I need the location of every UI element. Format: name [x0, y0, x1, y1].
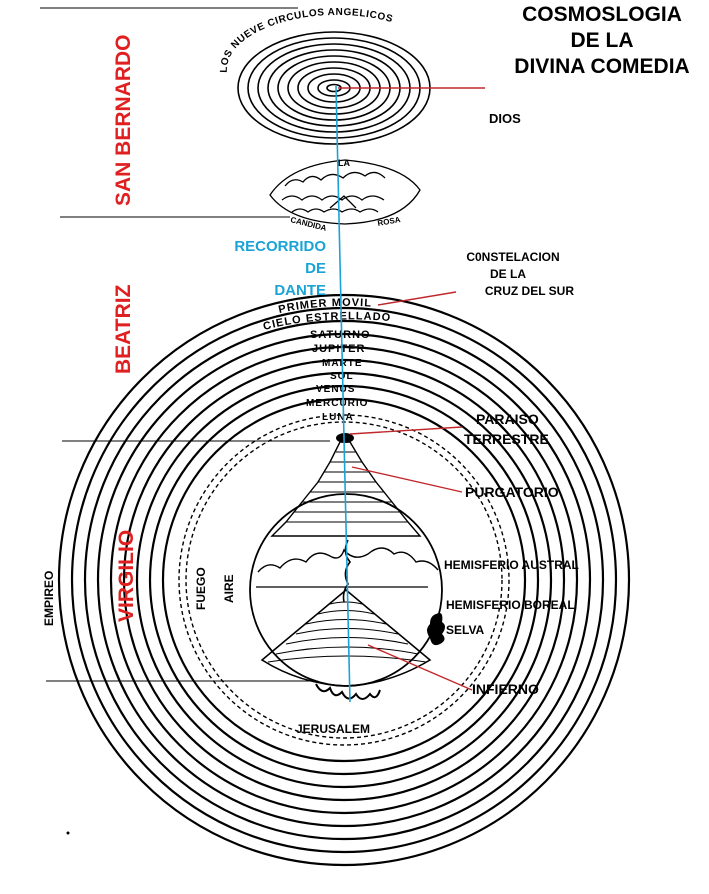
constelacion-line-3: CRUZ DEL SUR	[484, 284, 574, 298]
label-hemisferio-austral: HEMISFERIO AUSTRAL	[444, 558, 579, 572]
guide-virgilio: VIRGILIO	[115, 529, 138, 622]
title-line-2: DE LA	[570, 29, 634, 52]
purgatory-mountain	[270, 441, 422, 537]
label-constelacion: C0NSTELACION DE LA CRUZ DEL SUR	[452, 249, 574, 300]
label-aire: AIRE	[222, 574, 236, 603]
svg-text:MERCURIO: MERCURIO	[306, 398, 368, 409]
rosa-candida: CANDIDA	[290, 215, 328, 233]
paraiso-line-2: TERRESTRE	[464, 431, 549, 447]
paraiso-terrestre-mark	[336, 433, 354, 443]
svg-text:VENUS: VENUS	[316, 384, 355, 395]
dante-path	[335, 85, 351, 703]
label-hemisferio-boreal: HEMISFERIO BOREAL	[446, 598, 575, 612]
svg-text:SOL: SOL	[330, 371, 354, 382]
candida-rosa	[269, 159, 421, 225]
recorrido-line-3: DANTE	[274, 282, 326, 299]
label-jerusalem: JERUSALEM	[296, 722, 371, 736]
lucifer-mass	[315, 683, 381, 700]
inferno-cone	[260, 588, 432, 687]
paraiso-line-1: PARAISO	[476, 411, 539, 427]
diagram-title: COSMOSLOGIA DE LA DIVINA COMEDIA	[495, 2, 709, 80]
guide-beatriz: BEATRIZ	[112, 284, 135, 374]
label-dios: DIOS	[489, 111, 521, 126]
selva-forest	[427, 613, 445, 646]
recorrido-line-2: DE	[305, 260, 326, 277]
empireo-circles	[57, 293, 631, 867]
stray-dot	[66, 831, 70, 835]
svg-text:LUNA: LUNA	[322, 412, 354, 423]
label-paraiso-terrestre: PARAISO TERRESTRE	[464, 409, 549, 449]
constelacion-line-2: DE LA	[490, 267, 526, 281]
title-line-1: COSMOSLOGIA	[522, 3, 682, 26]
austral-landmass	[257, 547, 439, 573]
label-recorrido-de-dante: RECORRIDO DE DANTE	[218, 236, 326, 302]
label-selva: SELVA	[446, 623, 485, 637]
constelacion-line-1: C0NSTELACION	[466, 250, 560, 264]
title-line-3: DIVINA COMEDIA	[514, 55, 690, 78]
label-empireo: EMPIREO	[42, 570, 56, 626]
rosa-rosa: ROSA	[377, 215, 402, 228]
svg-text:SATURNO: SATURNO	[310, 329, 371, 341]
pointer-lines	[338, 87, 485, 691]
label-infierno: INFIERNO	[472, 681, 539, 697]
label-purgatorio: PURGATORIO	[465, 484, 559, 500]
svg-text:JUPITER: JUPITER	[312, 343, 365, 355]
recorrido-line-1: RECORRIDO	[234, 238, 326, 255]
rosa-la: LA	[338, 158, 350, 168]
label-fuego: FUEGO	[194, 567, 208, 610]
guide-san-bernardo: SAN BERNARDO	[112, 34, 135, 206]
